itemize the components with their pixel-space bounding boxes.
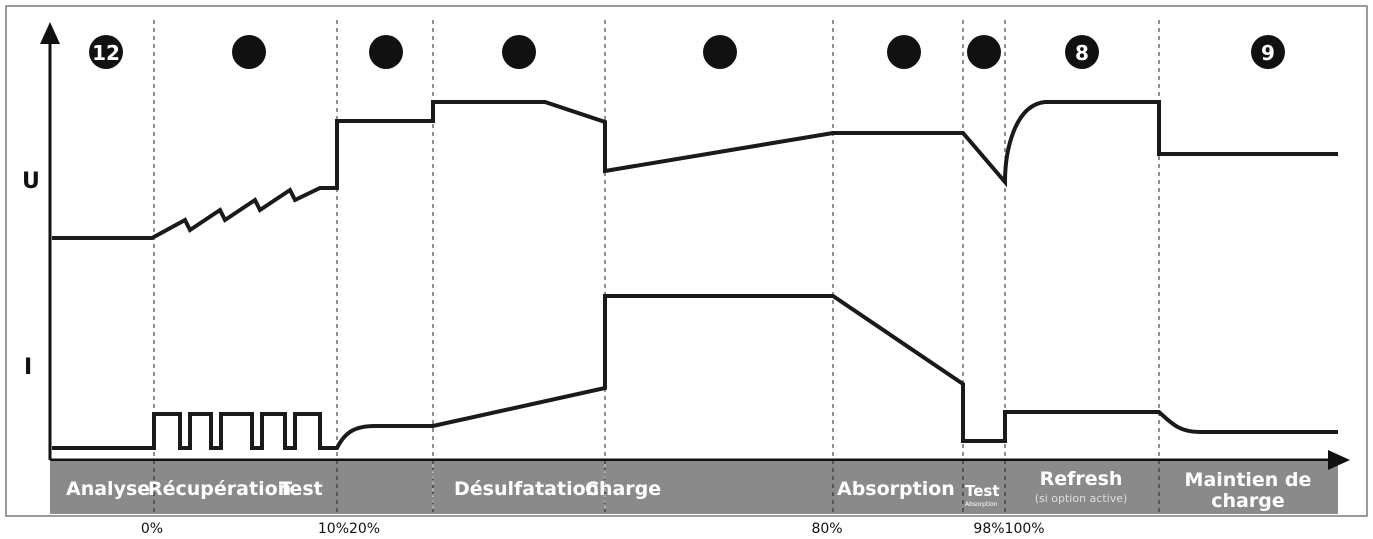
band-separators <box>432 464 606 512</box>
phase-label-desulfatation: Désulfatation <box>454 478 599 500</box>
phase-labels: Analyse Récupération Test Désulfatation … <box>66 468 1311 512</box>
phase-label-refresh: Refresh <box>1040 468 1123 490</box>
step-marker-5 <box>703 35 737 69</box>
axes <box>40 22 1350 470</box>
step-marker-6 <box>887 35 921 69</box>
percent-label-80: 80% <box>811 521 842 537</box>
step-marker-1-label: 12 <box>92 41 120 65</box>
step-marker-4 <box>502 35 536 69</box>
phase-label-refresh-sub: (si option active) <box>1035 492 1128 505</box>
step-markers: 12 8 9 <box>89 35 1285 69</box>
phase-label-absorption: Absorption <box>837 478 955 500</box>
current-axis-label: I <box>24 355 32 380</box>
phase-separators <box>153 20 1160 514</box>
percent-label-10-20: 10%20% <box>318 521 380 537</box>
step-marker-2 <box>232 35 266 69</box>
step-marker-9-label: 9 <box>1261 41 1275 65</box>
step-marker-8 <box>1065 35 1099 69</box>
voltage-curve <box>52 100 1338 240</box>
phase-label-charge: Charge <box>585 478 661 500</box>
percent-label-98-100: 98%100% <box>973 521 1044 537</box>
percent-label-0: 0% <box>141 521 163 537</box>
frame-border <box>5 5 1368 517</box>
phase-label-test-absorption-sub: Absorption <box>965 501 998 508</box>
phase-label-maintien-2: charge <box>1211 490 1284 512</box>
voltage-axis-label: U <box>22 169 40 194</box>
phase-label-analyse: Analyse <box>66 478 150 500</box>
phase-label-test-absorption: Test <box>965 482 1000 500</box>
phase-band <box>50 462 1338 514</box>
y-axis-arrow <box>40 22 60 44</box>
phase-label-test: Test <box>279 478 323 500</box>
phase-label-maintien-1: Maintien de <box>1185 469 1312 491</box>
percent-labels: 0% 10%20% 80% 98%100% <box>141 521 1045 537</box>
step-marker-8-label: 8 <box>1075 41 1089 65</box>
phase-label-recuperation: Récupération <box>148 478 291 500</box>
step-marker-7 <box>967 35 1001 69</box>
step-marker-1 <box>89 35 123 69</box>
step-marker-9 <box>1251 35 1285 69</box>
x-axis-arrow <box>1328 450 1350 470</box>
current-curve <box>52 294 1338 450</box>
step-marker-3 <box>369 35 403 69</box>
